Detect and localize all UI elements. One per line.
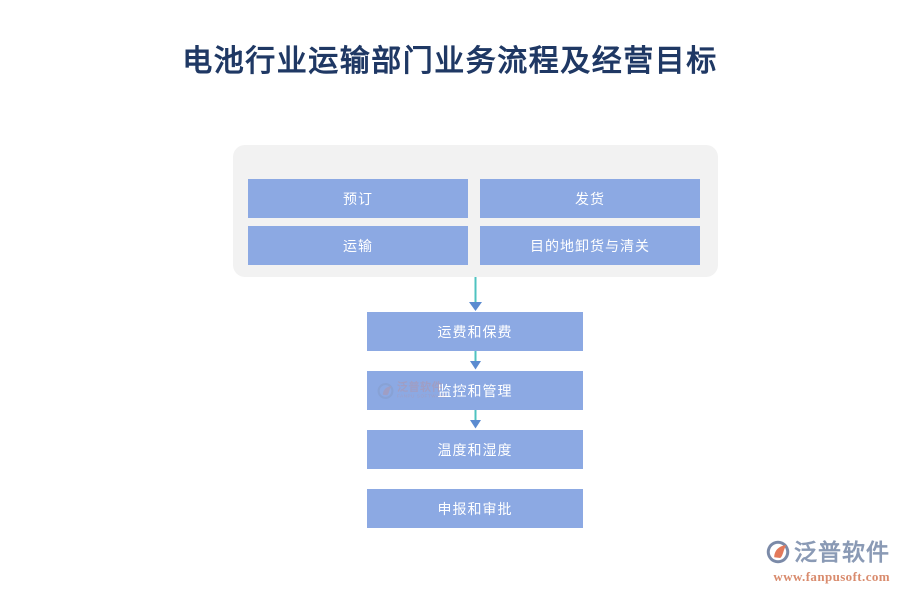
fanpu-logo-icon (377, 382, 394, 399)
brand-row: 泛普软件 (766, 537, 890, 567)
flow-step-temperature-humidity[interactable]: 温度和湿度 (367, 430, 583, 469)
process-box-transport[interactable]: 运输 (248, 226, 468, 265)
flow-spacer (367, 469, 583, 489)
flow-step-monitor-manage[interactable]: 泛普软件 FANPU SOFTWARE 监控和管理 (367, 371, 583, 410)
process-box-destination-unload-customs[interactable]: 目的地卸货与清关 (480, 226, 700, 265)
page-title: 电池行业运输部门业务流程及经营目标 (182, 45, 718, 78)
flow-step-declaration-approval[interactable]: 申报和审批 (367, 489, 583, 528)
top-process-group-grid: 预订 发货 运输 目的地卸货与清关 (248, 179, 700, 265)
fanpu-logo-icon (766, 540, 790, 564)
brand-logo: 泛普软件 www.fanpusoft.com (766, 537, 890, 585)
arrow-down-icon-2 (469, 410, 481, 429)
brand-url: www.fanpusoft.com (773, 569, 890, 584)
arrow-down-icon-main (469, 277, 482, 311)
flow-step-freight-insurance[interactable]: 运费和保费 (367, 312, 583, 351)
process-box-booking[interactable]: 预订 (248, 179, 468, 218)
watermark-overlay: 泛普软件 FANPU SOFTWARE (377, 382, 447, 399)
flow-step-label: 监控和管理 (437, 382, 513, 399)
arrow-down-icon-1 (469, 351, 481, 370)
vertical-flow: 运费和保费 泛普软件 FANPU SOFTWARE 监控和管理 温度和湿 (367, 312, 583, 528)
brand-name: 泛普软件 (794, 538, 890, 565)
process-box-shipping[interactable]: 发货 (480, 179, 700, 218)
